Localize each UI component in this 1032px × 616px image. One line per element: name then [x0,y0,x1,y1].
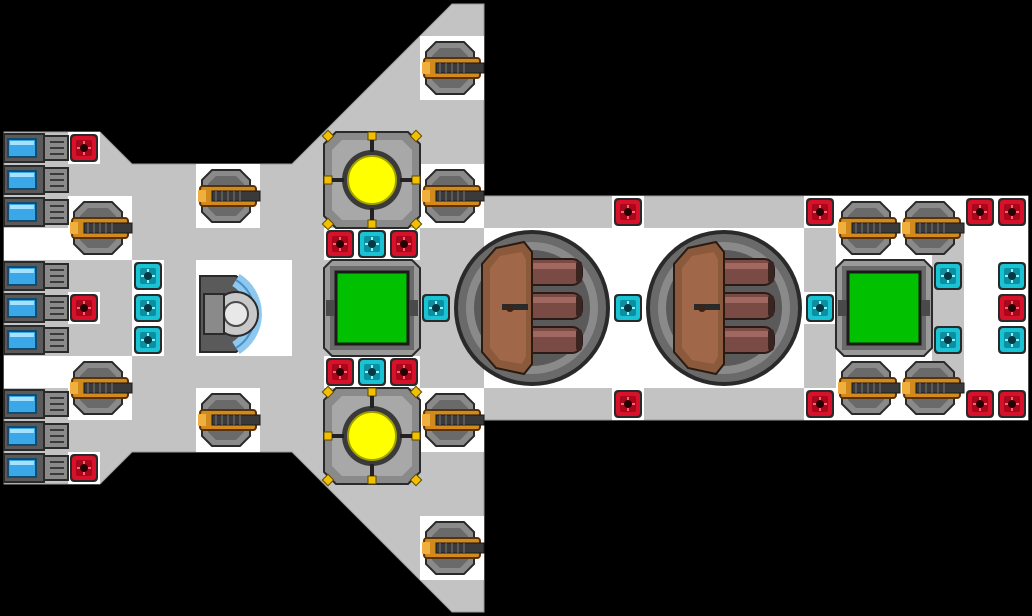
ship-components [3,41,1026,575]
cannon-icon [422,393,485,447]
cannon-icon [198,393,261,447]
conduit-icon [134,326,162,354]
power-node-icon [326,358,354,386]
conduit-icon [358,358,386,386]
thruster-icon [3,325,69,355]
thruster-icon [3,389,69,419]
power-node-icon [998,294,1026,322]
power-node-icon [614,198,642,226]
thruster-icon [3,293,69,323]
power-node-icon [966,390,994,418]
thruster-icon [3,133,69,163]
conduit-icon [134,262,162,290]
cannon-icon [70,201,133,255]
power-node-icon [390,358,418,386]
conduit-icon [934,262,962,290]
shield-generator-icon [323,259,421,357]
cannon-icon [422,521,485,575]
power-node-icon [966,198,994,226]
power-node-icon [998,390,1026,418]
turret-icon [646,230,802,386]
power-node-icon [806,198,834,226]
shield-generator-icon [835,259,933,357]
conduit-icon [422,294,450,322]
conduit-icon [358,230,386,258]
cannon-icon [198,169,261,223]
power-node-icon [70,134,98,162]
conduit-icon [934,326,962,354]
conduit-icon [134,294,162,322]
floor-tile [4,356,68,388]
power-node-icon [806,390,834,418]
conduit-icon [998,262,1026,290]
thruster-icon [3,261,69,291]
thruster-icon [3,453,69,483]
cannon-icon [902,201,965,255]
cannon-icon [838,361,901,415]
conduit-icon [806,294,834,322]
turret-icon [454,230,610,386]
reactor-icon [321,385,423,487]
cannon-icon [70,361,133,415]
power-node-icon [614,390,642,418]
cannon-icon [838,201,901,255]
power-node-icon [70,454,98,482]
power-node-icon [998,198,1026,226]
conduit-icon [998,326,1026,354]
floor-tile [4,228,68,260]
reactor-icon [321,129,423,231]
power-node-icon [390,230,418,258]
conduit-icon [614,294,642,322]
thruster-icon [3,165,69,195]
cannon-icon [422,41,485,95]
cannon-icon [902,361,965,415]
thruster-icon [3,197,69,227]
cockpit-icon [199,274,262,354]
power-node-icon [70,294,98,322]
power-node-icon [326,230,354,258]
cannon-icon [422,169,485,223]
thruster-icon [3,421,69,451]
